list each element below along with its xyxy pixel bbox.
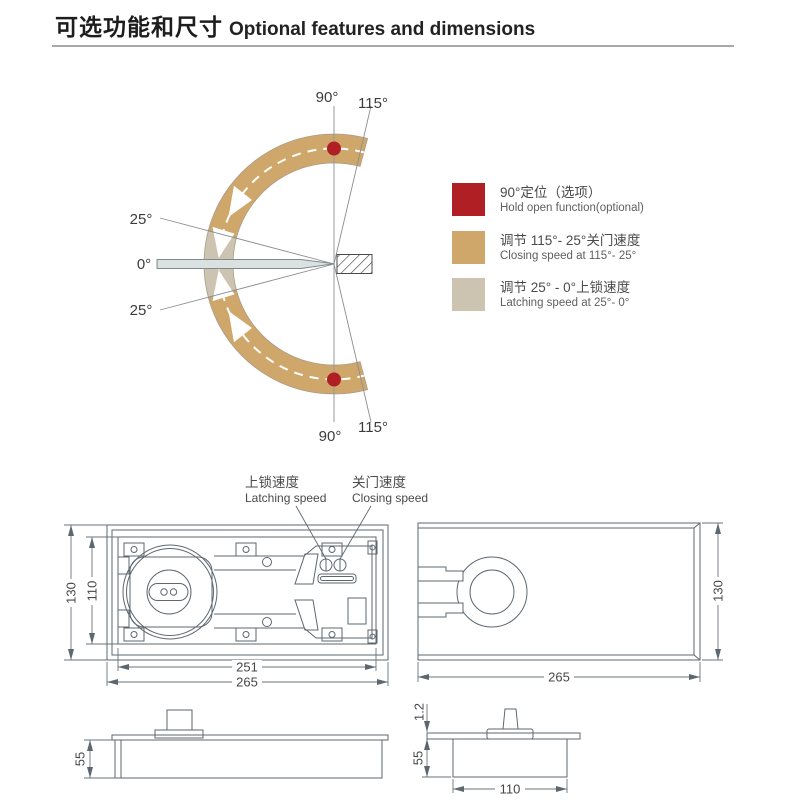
swing-arrow-top-outer [228, 185, 252, 217]
swing-arrow-bottom-inner [212, 270, 235, 302]
hold-open-dot-bottom [327, 372, 341, 387]
title-underline [52, 45, 734, 47]
angle-label-115-bottom: 115° [358, 419, 388, 436]
side-view-spindle [166, 709, 193, 731]
legend-latching-zh: 调节 25° - 0°上锁速度 [500, 280, 631, 295]
swing-arrow-top-inner [212, 226, 235, 258]
swing-arrow-bottom-outer [228, 311, 252, 343]
dim-top-view-265: 265 [236, 675, 258, 690]
leader-line-closing [339, 505, 372, 560]
leader-line-latching [295, 505, 327, 560]
dim-side-view-55: 55 [73, 752, 88, 766]
pivot-hatched-block [336, 254, 373, 274]
valve-slot-bar [317, 573, 357, 584]
callout-latching-zh: 上锁速度 [245, 475, 299, 490]
legend-item-hold-open: 90°定位（选项） Hold open function(optional) [452, 183, 644, 216]
closing-speed-valve [333, 558, 347, 572]
cover-plate-drawing [417, 522, 701, 661]
dim-end-view-110: 110 [500, 782, 521, 797]
page-title-zh: 可选功能和尺寸 [55, 14, 223, 40]
mechanism-body [214, 545, 373, 639]
spring-cylinder [117, 544, 218, 640]
callout-closing-en: Closing speed [352, 491, 428, 505]
legend-swatch-latching-speed [452, 278, 485, 311]
callout-latching-en: Latching speed [245, 491, 326, 505]
spindle-keyhole-cutout [417, 556, 528, 628]
end-view-drawing [426, 708, 581, 778]
angle-label-25-lower: 25° [130, 302, 153, 319]
angle-label-25-upper: 25° [130, 211, 153, 228]
line-25-top [159, 217, 335, 265]
mounting-tabs [123, 540, 378, 644]
angle-label-90-top: 90° [316, 89, 339, 106]
legend-item-latching-speed: 调节 25° - 0°上锁速度 Latching speed at 25°- 0… [452, 278, 630, 311]
angle-label-0: 0° [137, 256, 151, 273]
line-115-top [333, 105, 372, 265]
line-115-bottom [333, 263, 372, 423]
angle-label-115-top: 115° [358, 95, 388, 112]
angle-label-90-bottom: 90° [319, 428, 342, 445]
line-25-bottom [159, 263, 335, 311]
legend-closing-zh: 调节 115°- 25°关门速度 [500, 233, 641, 248]
legend-swatch-hold-open [452, 183, 485, 216]
closing-speed-arc-top [207, 133, 369, 239]
dim-top-view-110: 110 [85, 581, 100, 602]
legend-hold-open-zh: 90°定位（选项） [500, 185, 602, 200]
top-view-drawing [106, 524, 389, 661]
closing-speed-arc-bottom [207, 289, 369, 395]
dim-cover-plate-265: 265 [548, 670, 570, 685]
end-view-dimensions [422, 704, 568, 793]
angle-swing-diagram: 90° 115° 25° 0° 25° 90° 115° [130, 89, 388, 445]
side-view-drawing [111, 709, 389, 779]
callout-closing-zh: 关门速度 [352, 475, 406, 490]
dim-end-view-55: 55 [411, 751, 426, 765]
door-leaf [156, 259, 335, 269]
page-title: 可选功能和尺寸 Optional features and dimensions [55, 8, 535, 42]
page-title-en: Optional features and dimensions [229, 19, 536, 40]
dim-top-view-251: 251 [236, 660, 258, 675]
dim-cover-plate-130: 130 [711, 580, 726, 602]
end-view-spindle [502, 708, 519, 730]
legend-item-closing-speed: 调节 115°- 25°关门速度 Closing speed at 115°- … [452, 231, 640, 264]
speed-valve-callouts: 上锁速度 Latching speed 关门速度 Closing speed [245, 475, 428, 560]
side-view-dimensions [84, 739, 115, 779]
legend-latching-en: Latching speed at 25°- 0° [500, 297, 630, 309]
legend-hold-open-en: Hold open function(optional) [500, 202, 644, 214]
cover-plate-dimensions [417, 522, 723, 682]
dim-top-view-130: 130 [64, 582, 79, 604]
dim-end-view-1-2: 1.2 [412, 703, 427, 721]
legend-closing-en: Closing speed at 115°- 25° [500, 250, 637, 262]
legend-swatch-closing-speed [452, 231, 485, 264]
latching-speed-valve [319, 558, 333, 572]
top-view-dimensions [64, 524, 389, 686]
hold-open-dot-top [327, 141, 341, 156]
